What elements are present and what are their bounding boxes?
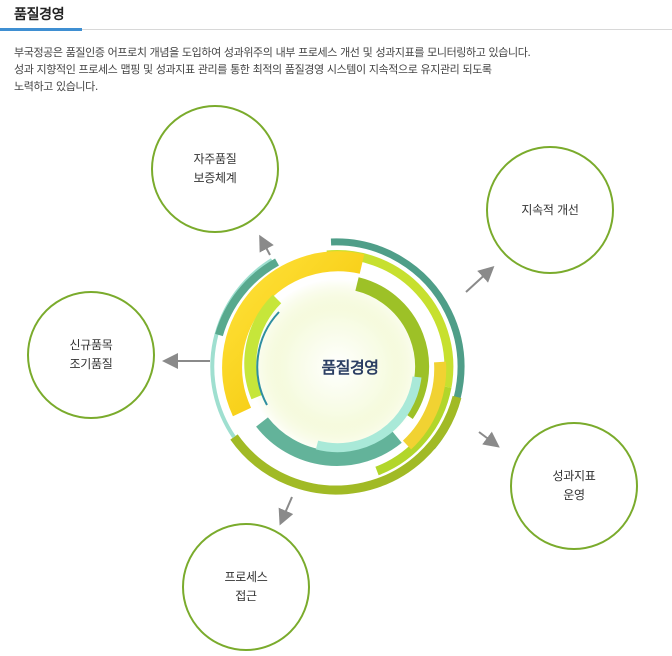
page-title: 품질경영	[14, 7, 65, 23]
intro-line: 성과 지향적인 프로세스 맵핑 및 성과지표 관리를 통한 최적의 품질경영 시…	[14, 63, 492, 76]
arrow-to-process	[278, 496, 294, 526]
node-process-approach: 프로세스 접근	[182, 523, 310, 651]
node-continuous-improvement: 지속적 개선	[486, 146, 614, 274]
node-label: 성과지표	[552, 469, 596, 483]
node-label: 프로세스	[224, 570, 268, 584]
node-label: 조기품질	[69, 357, 113, 371]
node-kpi-operation: 성과지표 운영	[510, 422, 638, 550]
center-label: 품질경영	[321, 358, 379, 377]
title-rule	[0, 29, 672, 30]
intro-text: 부국정공은 품질인증 어프로치 개념을 도입하여 성과위주의 내부 프로세스 개…	[14, 44, 666, 95]
node-label: 자주품질	[193, 152, 237, 166]
node-new-product-early-quality: 신규품목 조기품질	[27, 291, 155, 419]
node-self-quality-assurance: 자주품질 보증체계	[151, 105, 279, 233]
arrow-to-kpi	[478, 431, 500, 448]
arrow-to-continuous	[465, 265, 495, 293]
node-label: 지속적 개선	[521, 202, 579, 217]
title-rule-accent	[0, 28, 82, 31]
node-label: 접근	[235, 589, 257, 603]
intro-line: 부국정공은 품질인증 어프로치 개념을 도입하여 성과위주의 내부 프로세스 개…	[14, 46, 531, 59]
node-label: 운영	[563, 488, 585, 502]
intro-line: 노력하고 있습니다.	[14, 80, 98, 93]
node-label: 보증체계	[193, 171, 237, 185]
center-rings	[210, 238, 465, 495]
node-label: 신규품목	[69, 338, 113, 352]
arrow-to-self-qa	[259, 234, 274, 256]
